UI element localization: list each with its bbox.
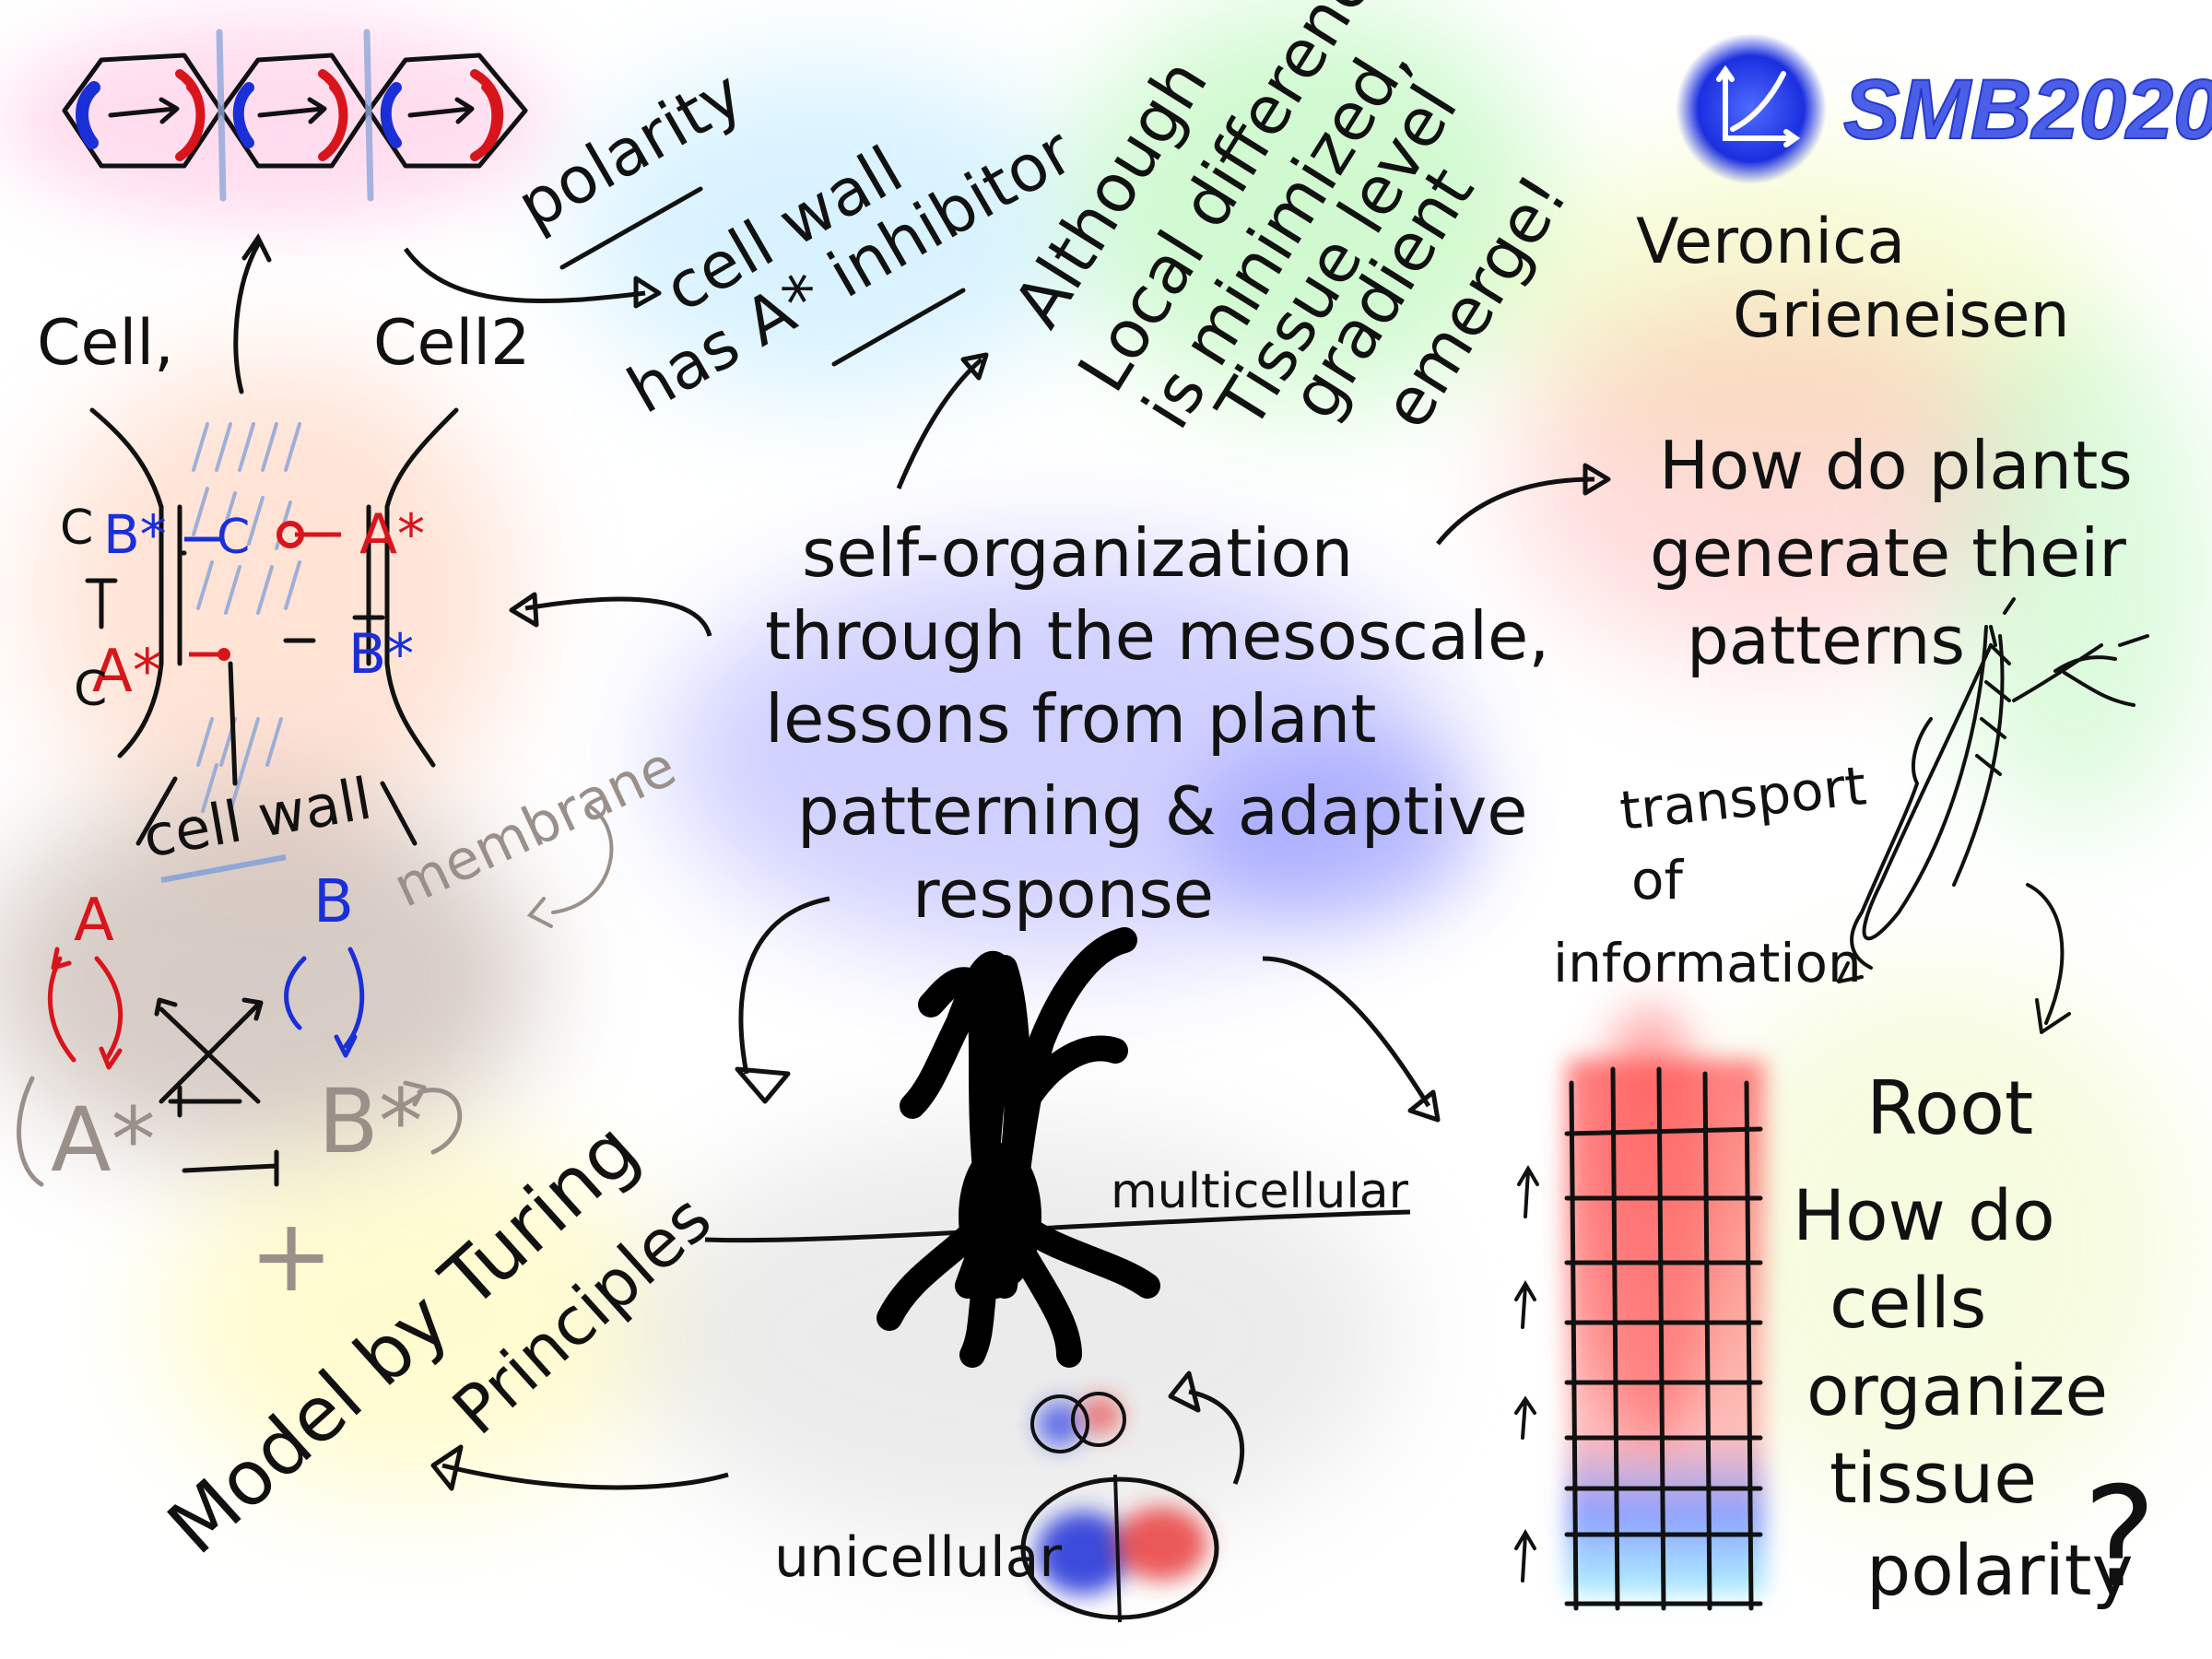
tissue-question-line5: polarity (1866, 1529, 2134, 1611)
inhibit-right-bar (352, 569, 385, 620)
small-cell-blue-fill (1037, 1401, 1083, 1447)
b-star-right: B* (348, 622, 414, 687)
center-to-tree-arrow (735, 896, 830, 1104)
light-blue-wash (571, 65, 1088, 396)
transport-line3: information (1553, 932, 1862, 994)
diagonal-note: Although Local differences is minimized,… (998, 0, 1582, 442)
polarized-cells (62, 29, 528, 202)
b-star-left: B* (103, 503, 167, 566)
logo-blob (1676, 33, 1827, 184)
cell-zoom-arrow (233, 233, 272, 394)
yellow-wash (157, 1134, 673, 1502)
wall-arrow (403, 247, 662, 309)
a-star-left: A* (92, 638, 162, 706)
tissue-question-line2: cells (1830, 1262, 1986, 1344)
transport-line2: of (1631, 849, 1684, 912)
reaction-network: A B A* B* + (17, 868, 463, 1314)
speaker-first-name: Veronica (1636, 206, 1905, 278)
a-star-right: A* (359, 502, 425, 567)
transport-line1: transport (1617, 754, 1869, 842)
network-plus: + (249, 1196, 334, 1314)
background-washes (0, 0, 2212, 1548)
unicellular-to-turing-arrow (430, 1444, 729, 1491)
big-cell-blue-fill (1037, 1512, 1129, 1594)
network-a: A (74, 887, 114, 955)
tissue-question-line1: How do (1793, 1174, 2055, 1256)
logo-graph-icon (1716, 65, 1801, 147)
center-title: self-organization through the mesoscale,… (765, 514, 1549, 933)
unicellular-cycle-arrow (1168, 1371, 1245, 1485)
small-cell-1 (1030, 1394, 1089, 1453)
plants-question-line2: generate their (1650, 514, 2126, 592)
red-node-right (276, 521, 304, 548)
plants-question-line1: How do plants (1659, 427, 2133, 504)
small-cell-red-fill (1081, 1394, 1122, 1435)
bottom-grey-wash (627, 1124, 1401, 1548)
center-to-root-arrow (1262, 956, 1441, 1123)
right-green-wash (1936, 313, 2212, 830)
multicellular-label: multicellular (1111, 1164, 1409, 1219)
title-line1: self-organization (802, 514, 1353, 592)
title-line2: through the mesoscale, (765, 597, 1549, 675)
cell1-label: Cell, (37, 307, 174, 380)
plant-down-arrow (2026, 883, 2071, 1034)
orange-wash (37, 359, 516, 839)
small-cell-2 (1071, 1392, 1126, 1447)
title-line3: lessons from plant (765, 680, 1377, 758)
root-grid (1514, 1005, 1765, 1611)
title-line5: response (912, 855, 1214, 933)
big-cell-red-fill (1115, 1507, 1207, 1581)
root-flux-arrows (1514, 1165, 1539, 1583)
unicellular-label: unicellular (774, 1525, 1062, 1590)
network-b: B (313, 868, 354, 936)
center-blue-wash-2 (1189, 737, 1484, 922)
brown-wash (0, 793, 535, 1161)
logo-text: SMB2020 (1843, 63, 2212, 157)
right-red-wash (1512, 295, 2028, 664)
cell-wall-note-underline (831, 288, 966, 367)
c-bottom-left: C (74, 662, 107, 717)
pink-wash (0, 18, 553, 221)
cell-hexagon-3 (366, 53, 528, 169)
smb-logo: SMB2020 (1676, 33, 2212, 184)
root-grid-lines (1564, 1066, 1763, 1611)
tissue-question-line4: tissue (1830, 1437, 2037, 1519)
transport-arrow (1837, 717, 1933, 983)
plants-question-line3: patterns (1687, 602, 1965, 679)
network-b-star: B* (318, 1070, 423, 1173)
inhibit-left-bar (85, 578, 118, 629)
unicellular-organism: unicellular (774, 1371, 1245, 1623)
red-node-left (218, 648, 230, 661)
root-red-center (1585, 1005, 1714, 1447)
root-label: Root (1866, 1065, 2033, 1151)
cell-wall-label-underline (160, 854, 287, 883)
center-to-right-arrow (1436, 463, 1611, 546)
multicellular-organism: multicellular (704, 927, 1411, 1368)
center-to-left-arrow (509, 592, 712, 637)
tissue-question-mark: ? (2083, 1458, 2157, 1618)
membrane-arrow (526, 805, 614, 928)
cell2-label: Cell2 (373, 307, 530, 380)
tree-silhouette (877, 927, 1160, 1368)
title-line4: patterning & adaptive (797, 772, 1528, 850)
green-wash (1069, 0, 1548, 406)
bottom-right-wash (1677, 968, 2194, 1521)
speaker-last-name: Grieneisen (1733, 279, 2070, 352)
polarity-underline (559, 186, 703, 270)
c-top-left: C (60, 500, 93, 556)
center-to-note-arrow (896, 352, 989, 489)
tissue-question-line3: organize (1806, 1349, 2108, 1431)
c-mid: C (217, 510, 250, 565)
plant-sketch (1862, 597, 2149, 1034)
network-a-star: A* (51, 1088, 156, 1192)
big-cell-divider (1113, 1474, 1122, 1623)
